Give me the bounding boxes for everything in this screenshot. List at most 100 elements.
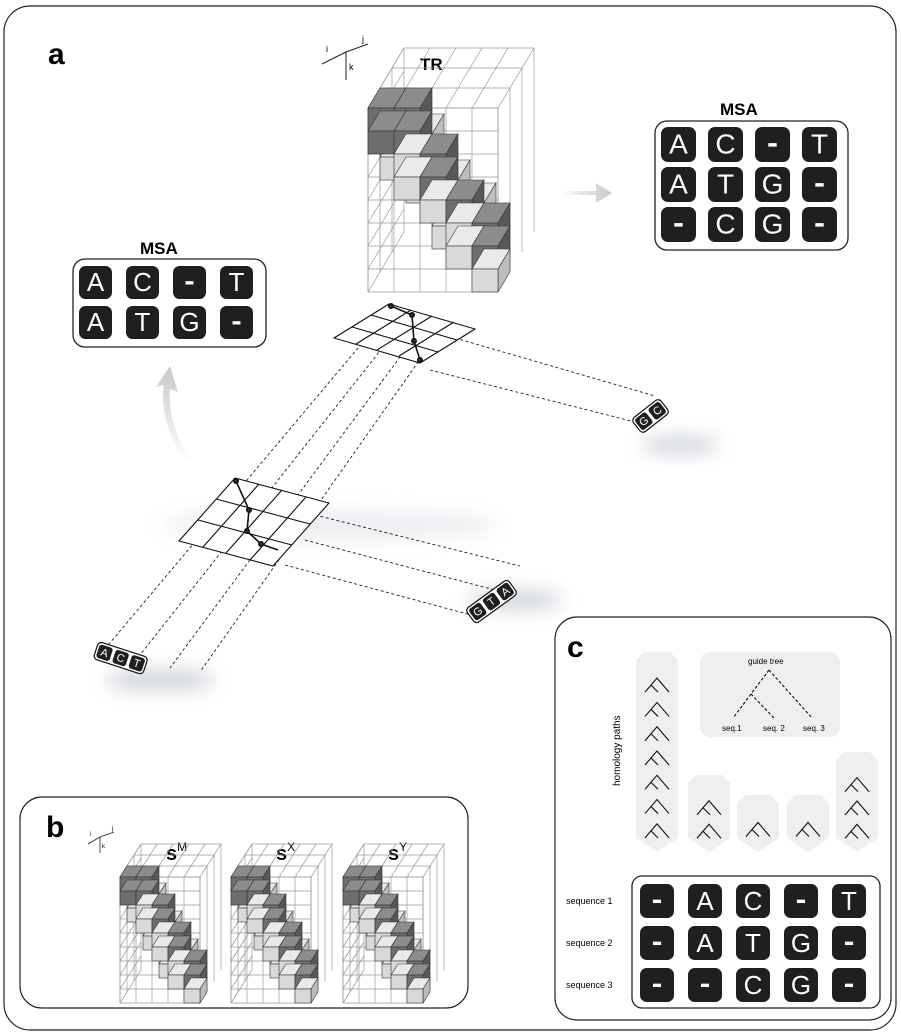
sequence-letter: A [496,582,514,601]
svg-text:C: C [744,970,763,1000]
alignment-cell: G [784,968,818,1002]
lower-path [233,477,279,551]
row-label: sequence 2 [566,938,613,948]
msa-cell: A [661,127,696,162]
cube-s-y [342,843,445,1005]
msa-left-title: MSA [140,239,178,258]
homology-column [836,752,878,852]
msa-cell [661,207,696,242]
homology-path-icon [745,821,771,837]
b-axis-j: j [111,826,113,832]
axis-k: k [349,62,354,72]
msa-cell [173,266,206,299]
homology-path-icon [844,800,870,816]
homology-path-icon [696,823,722,839]
msa-cell: T [126,306,159,339]
sequence-letter: A [96,644,113,661]
homology-path-icon [644,750,670,766]
shadow [105,669,215,691]
msa-cell [802,167,837,202]
row-label: sequence 1 [566,896,613,906]
alignment-cell [688,968,722,1002]
svg-text:G: G [179,307,199,337]
homology-columns [636,652,878,852]
sequence-letter: G [635,412,653,430]
msa-top-title: MSA [720,100,758,119]
leaf-seq3: seq. 3 [803,724,825,733]
alignment-cell: A [688,884,722,918]
svg-text:A: A [696,886,714,916]
b-axis-i: i [90,832,91,838]
svg-text:C: C [715,209,735,240]
homology-column [737,795,779,852]
msa-cell [755,127,790,162]
msa-cell: G [755,207,790,242]
svg-text:T: T [132,657,142,671]
msa-cell: T [220,266,253,299]
msa-cell: A [79,306,112,339]
msa-cell [220,306,253,339]
tr-title: TR [420,55,443,74]
msa-cell: G [173,306,206,339]
svg-text:A: A [87,307,105,337]
homology-path-icon [644,701,670,717]
cube-s-m [119,843,222,1005]
homology-column [636,652,678,852]
tr-axes [321,43,369,80]
sequence-letter: G [469,602,487,621]
alignment-cell [640,968,674,1002]
shadow [640,436,720,454]
svg-text:C: C [715,129,735,160]
sequence-letter: T [482,592,501,611]
svg-text:A: A [87,267,105,297]
svg-text:T: T [811,129,828,160]
curved-arrow-icon [156,366,192,462]
homology-path-icon [844,823,870,839]
homology-path-icon [644,774,670,790]
homology-column [787,795,829,852]
sequence-strip-gta: GTA [466,579,517,624]
alignment-cell [832,926,866,960]
panel-b-label: b [46,811,64,844]
alignment-cell: G [784,926,818,960]
axis-i: i [326,44,328,54]
svg-text:A: A [669,169,688,200]
alignment-cell: C [736,968,770,1002]
msa-top-box [654,120,849,251]
svg-text:G: G [791,928,811,958]
sequence-letter: C [648,402,666,420]
alignment-cell: A [688,926,722,960]
msa-cell: C [126,266,159,299]
msa-cell: A [79,266,112,299]
tr-cube [367,47,535,294]
panel-a-label: a [48,38,65,71]
svg-text:T: T [745,928,761,958]
svg-text:T: T [229,267,245,297]
homology-path-icon [795,821,821,837]
msa-cell: C [708,207,743,242]
b-title-x: sX [276,840,295,865]
svg-text:C: C [115,652,126,666]
alignment-cell [784,884,818,918]
lower-plane [177,477,331,567]
alignment-cell: T [736,926,770,960]
leaf-seq1: seq.1 [722,724,742,733]
svg-text:A: A [99,647,110,661]
homology-path-icon [844,776,870,793]
alignment-cell: C [736,884,770,918]
homology-paths-label: homology paths [612,715,623,786]
homology-path-icon [644,677,670,693]
b-axis-k: k [102,844,106,850]
homology-path-icon [644,725,670,742]
homology-path-icon [644,823,670,839]
leaf-seq2: seq. 2 [763,724,785,733]
svg-text:A: A [696,928,714,958]
svg-text:C: C [744,886,763,916]
svg-text:T: T [841,886,857,916]
row-label: sequence 3 [566,980,613,990]
msa-cell: G [755,167,790,202]
